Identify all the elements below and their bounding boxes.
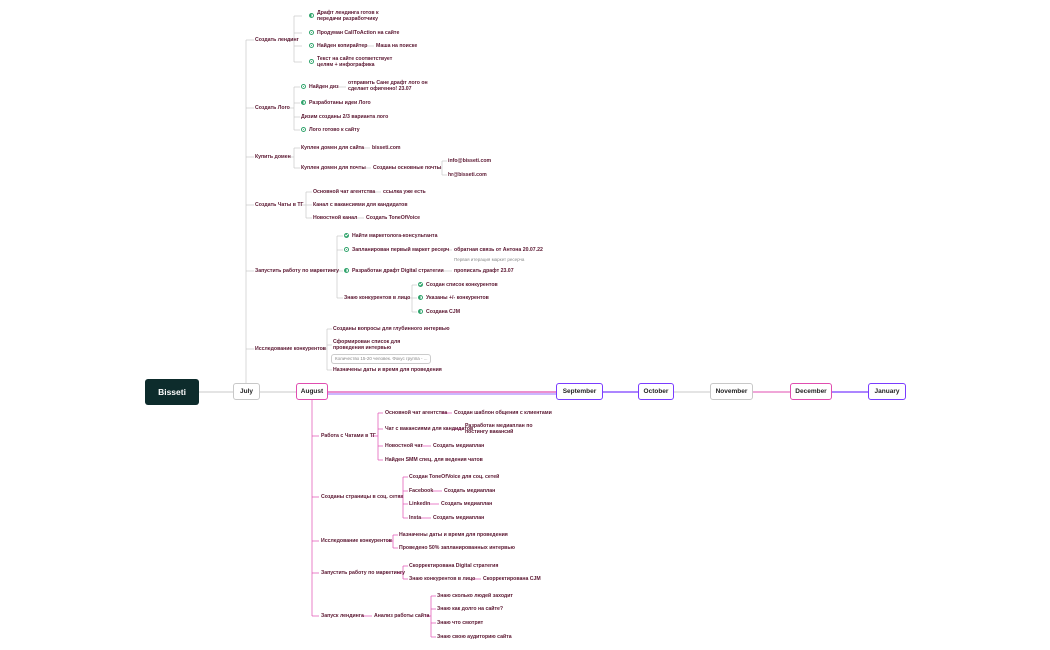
node-interview-list[interactable]: Сформирован список для проведения интерв… bbox=[333, 339, 401, 352]
node-site-domain-value[interactable]: bisseti.com bbox=[372, 145, 401, 151]
node-vacancy-mediaplan[interactable]: Разработан медиаплан по постингу ваканси… bbox=[465, 423, 533, 436]
node-know-competitors-aug[interactable]: Знаю конкурентов в лицо bbox=[409, 576, 476, 582]
node-landing-draft[interactable]: Драфт лендинга готов к передачи разработ… bbox=[317, 10, 379, 23]
node-interview-half-done[interactable]: Проведено 50% запланированных интервью bbox=[399, 545, 515, 551]
branch-launch-marketing[interactable]: Запустить работу по маркетингу bbox=[255, 268, 339, 274]
node-news-mediaplan[interactable]: Создать медиаплан bbox=[433, 443, 485, 449]
node-designer-found[interactable]: Найден диз bbox=[309, 84, 339, 90]
node-facebook[interactable]: Facebook bbox=[409, 488, 434, 494]
branch-social-pages[interactable]: Созданы страницы в соц. сетях bbox=[321, 494, 404, 500]
progress-icon bbox=[344, 247, 349, 252]
node-find-marketer[interactable]: Найти маркетолога-консультанта bbox=[352, 233, 438, 239]
done-icon bbox=[418, 282, 423, 287]
branch-create-tg-chats[interactable]: Создать Чаты в ТГ bbox=[255, 202, 304, 208]
node-linkedin-mediaplan[interactable]: Создать медиаплан bbox=[441, 501, 493, 507]
node-cjm[interactable]: Создана CJM bbox=[426, 309, 461, 315]
node-news-chat[interactable]: Новостной чат bbox=[385, 443, 423, 449]
brand-logo[interactable]: Bisseti bbox=[145, 379, 199, 405]
timeline-month-november[interactable]: November bbox=[710, 383, 753, 400]
node-site-domain[interactable]: Куплен домен для сайта bbox=[301, 145, 365, 151]
progress-icon bbox=[418, 309, 423, 314]
node-interview-count[interactable]: Количество 15-20 человек. Фокус группа -… bbox=[331, 354, 432, 365]
progress-icon bbox=[344, 268, 349, 273]
node-cjm-adjusted[interactable]: Скорректирована CJM bbox=[483, 576, 541, 582]
progress-icon bbox=[301, 127, 306, 132]
progress-icon bbox=[309, 59, 314, 64]
node-copywriter-note[interactable]: Маша на поиске bbox=[376, 43, 418, 49]
node-digital-strategy[interactable]: Разработан драфт Digital стратегии bbox=[352, 268, 444, 274]
node-know-audience[interactable]: Знаю свою аудиторию сайта bbox=[437, 634, 512, 640]
node-research-iteration[interactable]: Первая итерация маркет ресерча bbox=[454, 257, 525, 262]
progress-icon bbox=[309, 43, 314, 48]
node-vacancy-chat[interactable]: Чат с вакансиями для кандидатов bbox=[385, 426, 474, 432]
branch-buy-domain[interactable]: Купить домен bbox=[255, 154, 291, 160]
node-know-visitors[interactable]: Знаю сколько людей заходит bbox=[437, 593, 513, 599]
node-vacancy-channel[interactable]: Канал с вакансиями для кандидатов bbox=[313, 202, 408, 208]
node-news-channel[interactable]: Новостной канал bbox=[313, 215, 358, 221]
node-know-duration[interactable]: Знаю как долго на сайте? bbox=[437, 606, 504, 612]
timeline-month-january[interactable]: January bbox=[868, 383, 906, 400]
node-cta[interactable]: Продуман CallToAction на сайте bbox=[317, 30, 400, 36]
node-agency-chat[interactable]: Основной чат агентства bbox=[385, 410, 448, 416]
branch-marketing-aug[interactable]: Запустить работу по маркетингу bbox=[321, 570, 405, 576]
node-site-text[interactable]: Текст на сайте соответствует целям + инф… bbox=[317, 56, 393, 69]
node-main-chat[interactable]: Основной чат агентства bbox=[313, 189, 376, 195]
node-linkedin[interactable]: Linkedin bbox=[409, 501, 431, 507]
node-strategy-note[interactable]: прописать драфт 23.07 bbox=[454, 268, 514, 274]
node-competitor-list[interactable]: Создан список конкурентов bbox=[426, 282, 498, 288]
node-logo-ready[interactable]: Лого готово к сайту bbox=[309, 127, 360, 133]
node-site-analysis[interactable]: Анализ работы сайта bbox=[374, 613, 430, 619]
node-know-views[interactable]: Знаю что смотрят bbox=[437, 620, 484, 626]
branch-create-landing[interactable]: Создать лендинг bbox=[255, 37, 299, 43]
progress-icon bbox=[301, 100, 306, 105]
timeline-month-october[interactable]: October bbox=[638, 383, 674, 400]
node-facebook-mediaplan[interactable]: Создать медиаплан bbox=[444, 488, 496, 494]
node-client-template[interactable]: Создан шаблон общения с клиентами bbox=[454, 410, 552, 416]
node-insta[interactable]: Insta bbox=[409, 515, 422, 521]
branch-competitor-research[interactable]: Исследование конкурентов bbox=[255, 346, 326, 352]
branch-competitor-research-aug[interactable]: Исследование конкурентов bbox=[321, 538, 392, 544]
node-main-chat-note[interactable]: ссылка уже есть bbox=[383, 189, 426, 195]
node-interview-questions[interactable]: Созданы вопросы для глубинного интервью bbox=[333, 326, 450, 332]
progress-icon bbox=[418, 295, 423, 300]
node-logo-variants[interactable]: Дизим созданы 2/3 варианта лого bbox=[301, 114, 389, 120]
node-strategy-adjusted[interactable]: Скорректирована Digital стратегия bbox=[409, 563, 499, 569]
node-mailboxes[interactable]: Созданы основные почты bbox=[373, 165, 442, 171]
node-insta-mediaplan[interactable]: Создать медиаплан bbox=[433, 515, 485, 521]
node-know-competitors[interactable]: Знаю конкурентов в лицо bbox=[344, 295, 411, 301]
progress-icon bbox=[309, 30, 314, 35]
branch-landing-launch[interactable]: Запуск лендинга bbox=[321, 613, 364, 619]
node-mail-domain[interactable]: Куплен домен для почты bbox=[301, 165, 366, 171]
timeline-month-august[interactable]: August bbox=[296, 383, 328, 400]
timeline-month-september[interactable]: September bbox=[556, 383, 603, 400]
node-interview-scheduled[interactable]: Назначены даты и время для проведения bbox=[399, 532, 508, 538]
node-logo-ideas[interactable]: Разработаны идеи Лого bbox=[309, 100, 371, 106]
node-tone-of-voice[interactable]: Создать ToneOfVoice bbox=[366, 215, 420, 221]
node-mail-hr[interactable]: hr@bisseti.com bbox=[448, 172, 487, 178]
timeline-month-december[interactable]: December bbox=[790, 383, 832, 400]
branch-tg-chats-work[interactable]: Работа с Чатами в ТГ bbox=[321, 433, 376, 439]
node-research-feedback[interactable]: обратная связь от Антона 20.07.22 bbox=[454, 247, 543, 253]
done-icon bbox=[344, 233, 349, 238]
node-smm-found[interactable]: Найден SMM спец. для ведения чатов bbox=[385, 457, 483, 463]
timeline-month-july[interactable]: July bbox=[233, 383, 260, 400]
progress-icon bbox=[301, 84, 306, 89]
node-interview-dates[interactable]: Назначены даты и время для проведения bbox=[333, 367, 442, 373]
node-mail-info[interactable]: info@bisseti.com bbox=[448, 158, 492, 164]
node-copywriter[interactable]: Найден копирайтер bbox=[317, 43, 368, 49]
branch-create-logo[interactable]: Создать Лого bbox=[255, 105, 290, 111]
progress-icon bbox=[309, 13, 314, 18]
node-social-tov[interactable]: Создан ToneOfVoice для соц. сетей bbox=[409, 474, 500, 480]
node-designer-note[interactable]: отправить Сане драфт лого он сделает офи… bbox=[348, 80, 428, 93]
node-market-research[interactable]: Запланирован первый маркет ресерч bbox=[352, 247, 450, 253]
node-competitor-pros-cons[interactable]: Указаны +/- конкурентов bbox=[426, 295, 489, 301]
